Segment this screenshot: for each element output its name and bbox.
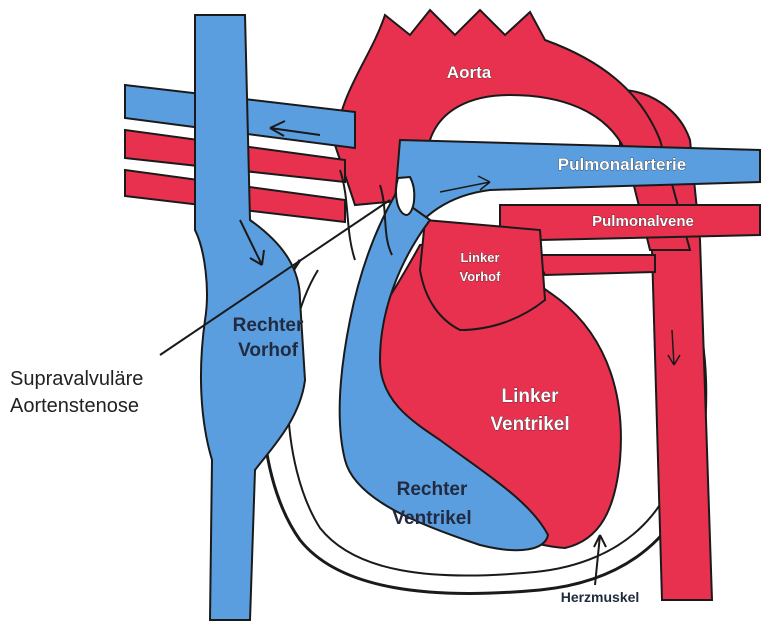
label-linker-ventrikel-line2: Ventrikel [490, 414, 569, 435]
label-linker-vorhof-line1: Linker [460, 250, 499, 265]
label-supravalvulaere-line1: Supravalvuläre [10, 368, 143, 390]
pulmonalvene-vessel-2 [535, 255, 655, 275]
label-rechter-vorhof-line2: Vorhof [238, 340, 298, 361]
label-pulmonalvene: Pulmonalvene [592, 213, 694, 230]
label-aorta: Aorta [447, 63, 492, 82]
label-herzmuskel: Herzmuskel [561, 589, 640, 605]
label-rechter-vorhof-line1: Rechter [233, 315, 304, 336]
label-rechter-ventrikel-line2: Ventrikel [392, 508, 471, 529]
label-linker-ventrikel-line1: Linker [501, 386, 559, 407]
label-linker-vorhof-line2: Vorhof [460, 269, 502, 284]
label-supravalvulaere-line2: Aortenstenose [10, 395, 139, 417]
label-pulmonalarterie: Pulmonalarterie [558, 155, 687, 174]
stenosis-opening [396, 177, 414, 215]
label-rechter-ventrikel-line1: Rechter [397, 479, 468, 500]
